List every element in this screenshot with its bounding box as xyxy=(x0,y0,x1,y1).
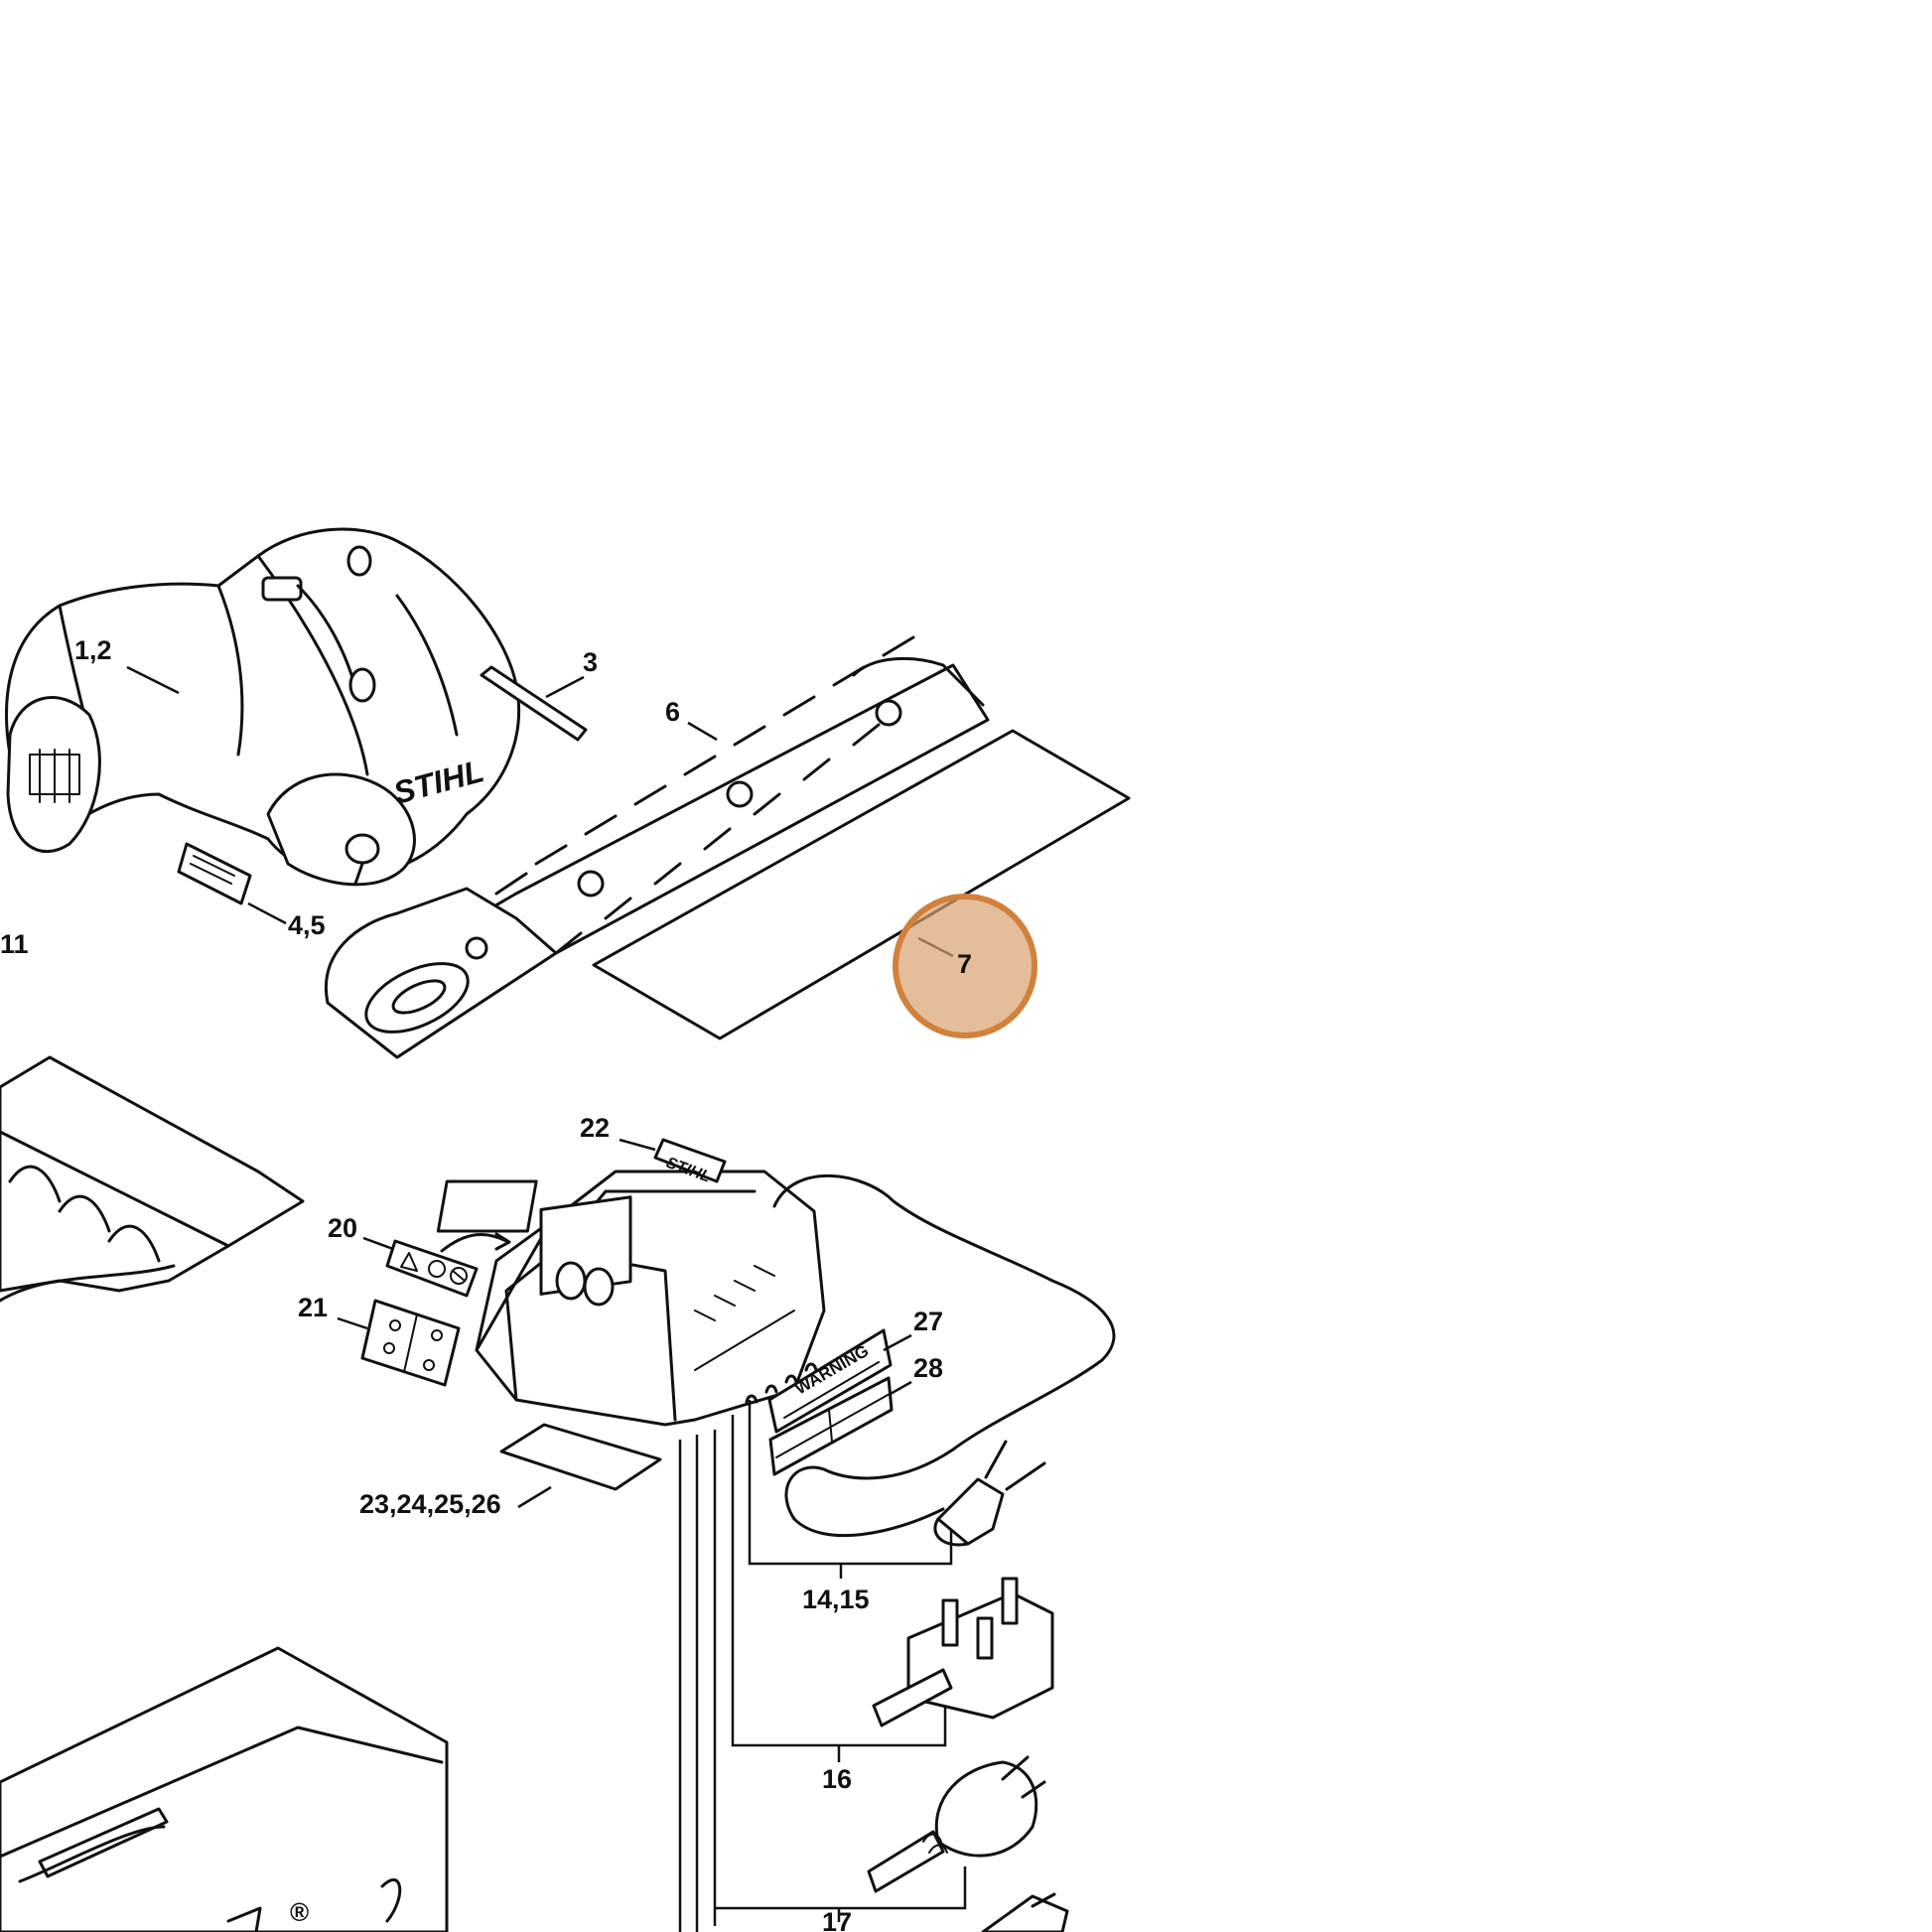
pictogram-label-20 xyxy=(385,1232,511,1298)
callout-1-2: 1,2 xyxy=(74,635,112,665)
callout-23-24-25-26: 23,24,25,26 xyxy=(359,1489,501,1519)
charger-cable xyxy=(772,1173,1116,1538)
callout-6: 6 xyxy=(665,697,680,727)
callout-17: 17 xyxy=(822,1907,852,1932)
instruction-label-21 xyxy=(360,1299,461,1387)
bracket-14-15 xyxy=(748,1400,953,1566)
connector-face xyxy=(6,696,101,854)
callout-7[interactable]: 7 xyxy=(957,949,972,979)
highlighted-callout-7[interactable]: 7 xyxy=(893,894,1037,1038)
label-plate-23 xyxy=(499,1423,662,1491)
blade-guard xyxy=(592,729,1131,1040)
callout-3: 3 xyxy=(583,647,598,677)
us-plug-partial xyxy=(981,1894,1069,1932)
rating-plate xyxy=(177,842,252,905)
label-28 xyxy=(768,1376,894,1476)
shrubbery-blade-partial xyxy=(0,1055,305,1303)
callout-14-15: 14,15 xyxy=(802,1585,870,1614)
callout-22: 22 xyxy=(580,1113,610,1143)
callout-11: 11 xyxy=(0,929,29,959)
uk-plug xyxy=(872,1577,1054,1727)
callout-21: 21 xyxy=(298,1293,328,1322)
registered-mark: ® xyxy=(290,1897,309,1927)
callout-28: 28 xyxy=(913,1353,943,1383)
au-plug xyxy=(867,1755,1046,1893)
callout-16: 16 xyxy=(822,1764,852,1794)
callout-27: 27 xyxy=(913,1307,943,1336)
motor-unit: STIHL xyxy=(5,527,521,887)
callout-20: 20 xyxy=(328,1213,357,1243)
callout-4-5: 4,5 xyxy=(288,910,326,940)
highlight-circle[interactable] xyxy=(893,894,1037,1038)
callout-labels: 1,2 3 6 4,5 11 22 20 21 27 28 23,24,25,2… xyxy=(0,635,943,1932)
euro-plug xyxy=(933,1440,1046,1547)
carry-case: ® xyxy=(0,1646,449,1932)
blade-assembly xyxy=(325,635,990,1059)
battery-charger xyxy=(436,1170,826,1427)
label-strip xyxy=(480,665,588,742)
